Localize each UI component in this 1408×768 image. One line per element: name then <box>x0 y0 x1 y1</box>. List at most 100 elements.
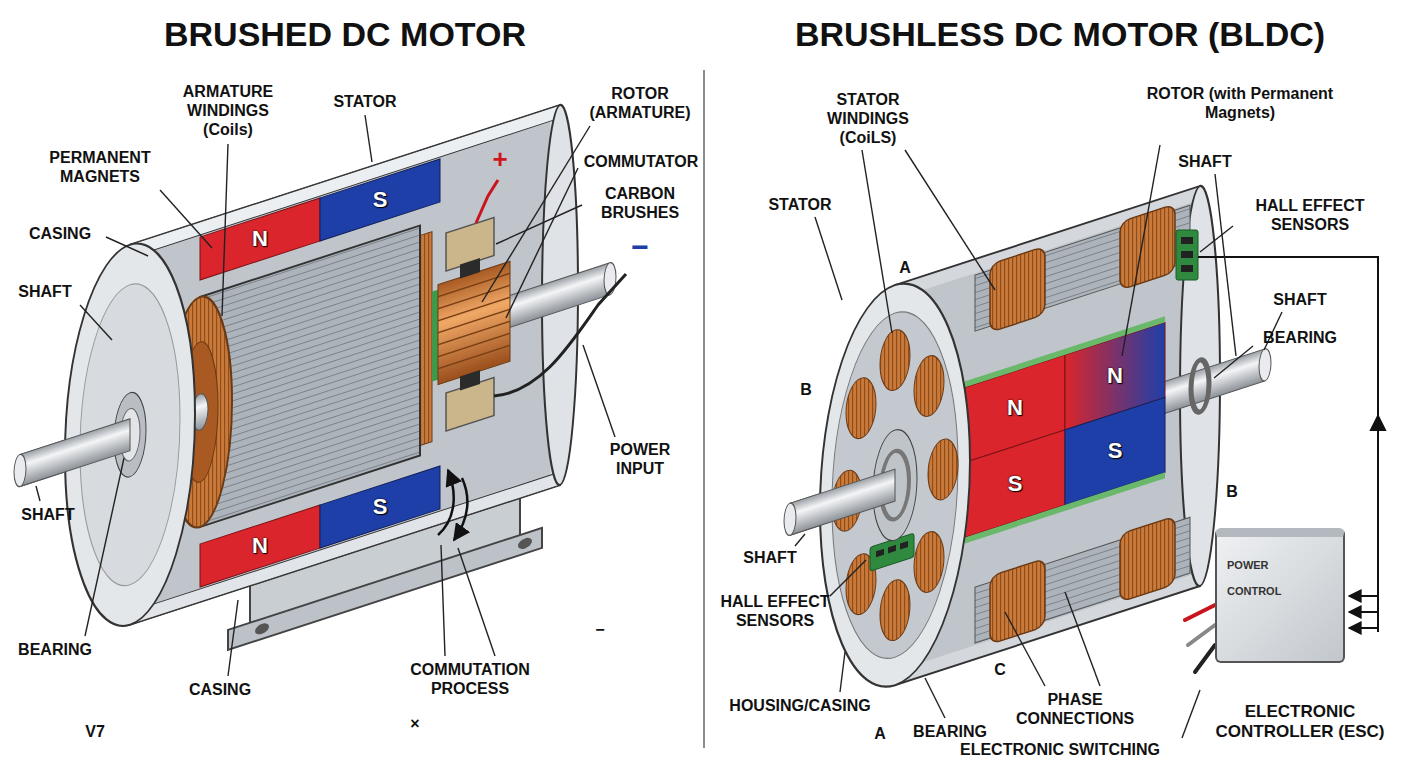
commutation-arrows <box>438 470 468 540</box>
sensor-signal-line-part <box>1349 611 1378 613</box>
brushless-motor-part <box>1259 347 1271 383</box>
commutation-arrows-part <box>438 470 454 535</box>
brushed-motor-part <box>460 258 480 279</box>
brushless-motor-part <box>914 527 944 597</box>
brushless-motor-part <box>990 558 1045 644</box>
brushless-motor-part <box>880 575 910 645</box>
sensor-signal-line-part <box>1349 627 1378 629</box>
marker-letter: − <box>590 620 610 639</box>
magnet-pole: S <box>1100 438 1130 464</box>
brushed-motor <box>14 87 616 720</box>
brushed-motor-part <box>150 121 550 605</box>
part-label: SHAFT <box>1170 152 1240 171</box>
part-label: SHAFT <box>10 282 80 301</box>
panel-divider <box>703 70 705 748</box>
magnet-pole: N <box>245 533 275 559</box>
leader-lines-part <box>1182 690 1200 738</box>
brushed-motor-part <box>200 226 420 528</box>
leader-lines-part <box>36 486 40 501</box>
part-label: COMMUTATION PROCESS <box>375 660 565 698</box>
controller-heading: ELECTRONIC CONTROLLER (ESC) <box>1195 702 1405 742</box>
hall-sensor-board <box>1176 230 1198 280</box>
leader-lines-part <box>80 305 112 340</box>
brushed-motor-part <box>432 290 438 382</box>
panel-heading: BRUSHED DC MOTOR <box>45 14 645 54</box>
brushless-motor-part <box>784 501 796 537</box>
part-label: PHASE CONNECTIONS <box>1000 690 1150 728</box>
part-label: HOUSING/CASING <box>720 696 880 715</box>
leader-lines-part <box>458 548 495 656</box>
polarity-sign: − <box>628 234 652 260</box>
hall-sensor-board-part <box>1181 265 1193 272</box>
part-label: STATOR WINDINGS (CoiLS) <box>808 90 928 147</box>
brushless-motor-part <box>928 435 958 505</box>
brushed-motor-part <box>438 273 510 368</box>
brushless-motor-part <box>790 469 895 535</box>
brushless-motor-part <box>880 325 910 395</box>
sensor-signal-line-part <box>1371 416 1385 430</box>
brushed-motor-part <box>320 159 440 241</box>
brushless-motor-part <box>965 316 1165 387</box>
leader-lines-part <box>1200 226 1233 252</box>
part-label: PERMANENT MAGNETS <box>30 148 170 186</box>
magnet-pole: N <box>245 226 275 252</box>
part-label: HALL EFFECT SENSORS <box>1235 196 1385 234</box>
part-label: ARMATURE WINDINGS (Coils) <box>168 82 288 139</box>
panel-heading: BRUSHLESS DC MOTOR (BLDC) <box>720 14 1400 54</box>
brushless-motor-part <box>888 545 896 554</box>
hall-sensor-board-part <box>1181 237 1193 244</box>
leader-lines-part <box>365 115 372 162</box>
brush-wires-part <box>494 274 626 396</box>
brushless-motor-part <box>900 541 908 550</box>
part-label: HALL EFFECT SENSORS <box>715 592 835 630</box>
brushed-motor-part <box>130 105 560 258</box>
brushless-motor-part <box>1191 357 1209 415</box>
brushless-motor <box>784 163 1271 721</box>
brushless-motor-part <box>846 373 876 443</box>
controller-box: POWER CONTROL ELECTRONIC CONTROLLER (ESC) <box>1195 528 1405 748</box>
esc-wires-part <box>1185 605 1215 620</box>
brushed-motor-part <box>460 370 480 391</box>
leader-lines-part <box>222 144 228 316</box>
marker-letter: × <box>405 714 425 733</box>
marker-letter: B <box>796 380 816 399</box>
brushed-motor-part <box>255 622 269 637</box>
esc-wires-part <box>1195 645 1215 672</box>
controller-marking: POWER <box>1227 559 1269 572</box>
leader-lines-part <box>1215 174 1236 356</box>
leader-lines-part <box>85 458 124 636</box>
part-label: SHAFT <box>1265 290 1335 309</box>
leader-lines-part <box>905 150 995 290</box>
brushed-motor-part <box>20 419 130 487</box>
magnet-pole: N <box>1100 363 1130 389</box>
controller-body: POWER CONTROL <box>1215 528 1345 663</box>
marker-letter: C <box>990 660 1010 679</box>
part-label: ELECTRONIC SWITCHING <box>940 740 1180 759</box>
leader-lines-part <box>1214 346 1253 378</box>
leader-lines-part <box>583 345 615 437</box>
controller-marking: CONTROL <box>1227 585 1281 598</box>
part-label: BEARING <box>1255 328 1345 347</box>
leader-lines-part <box>862 150 892 333</box>
hall-sensor-board-part <box>1176 230 1198 280</box>
leader-lines-part <box>506 168 578 318</box>
esc-wires <box>1185 605 1215 672</box>
brushless-motor-part <box>965 472 1165 543</box>
marker-letter: A <box>870 724 890 743</box>
part-label: BEARING <box>910 722 990 741</box>
marker-letter: A <box>895 258 915 277</box>
esc-wires-part <box>1188 625 1215 645</box>
part-label: STATOR <box>320 92 410 111</box>
leader-lines-part <box>496 205 582 244</box>
brush-wires-part <box>476 180 498 223</box>
part-label: ROTOR (ARMATURE) <box>580 84 700 122</box>
brushless-motor-part <box>1120 516 1175 602</box>
brushed-motor-part <box>438 261 510 384</box>
part-label: BEARING <box>10 640 100 659</box>
polarity-sign: + <box>488 146 512 172</box>
leader-lines <box>36 115 1282 738</box>
brushless-motor-part <box>990 246 1045 332</box>
brushed-motor-part <box>130 105 560 625</box>
leader-lines-part <box>830 560 866 596</box>
